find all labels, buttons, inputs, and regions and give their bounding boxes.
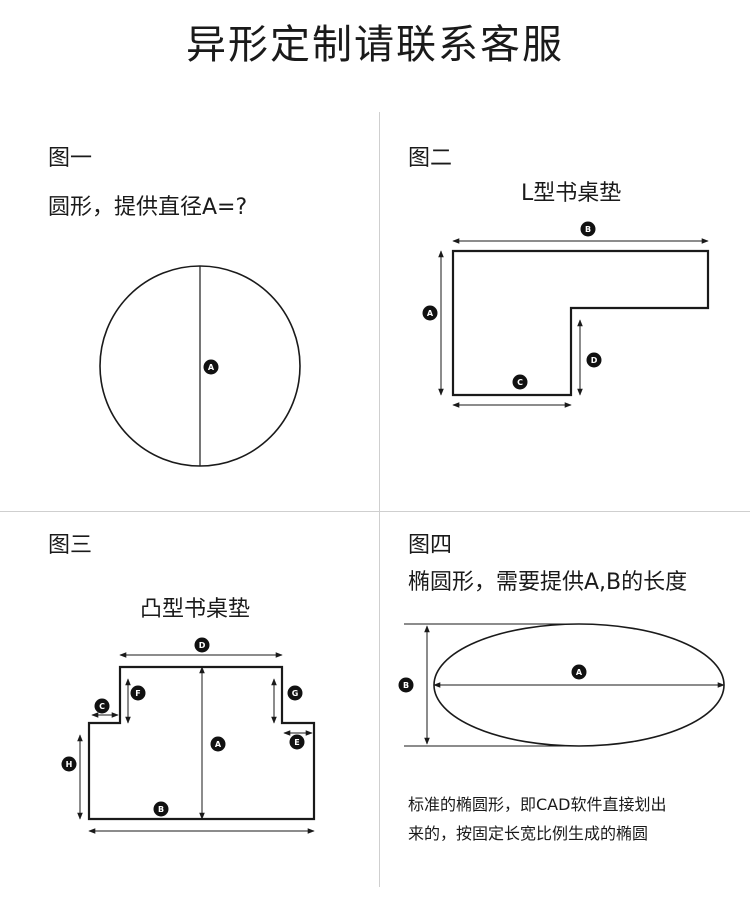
panel-4-description: 椭圆形，需要提供A,B的长度 — [408, 570, 688, 595]
marker-a: A — [203, 359, 219, 375]
panel-4-note-line-1: 标准的椭圆形，即CAD软件直接划出 — [408, 795, 667, 814]
marker-a: A — [422, 305, 438, 321]
marker-e: E — [289, 734, 305, 750]
marker-a: A — [571, 664, 587, 680]
l-shape-outline — [451, 249, 710, 397]
t-shape-diagram — [77, 652, 316, 834]
marker-d: D — [586, 352, 602, 368]
panel-2-subtitle: L型书桌垫 — [521, 181, 622, 206]
t-shape-outline — [87, 665, 316, 821]
marker-b: B — [580, 221, 596, 237]
svg-text:B: B — [585, 225, 591, 234]
svg-text:G: G — [292, 689, 299, 698]
svg-text:E: E — [294, 738, 299, 747]
svg-text:F: F — [135, 689, 140, 698]
panel-4-note-line-2: 来的，按固定长宽比例生成的椭圆 — [408, 824, 649, 843]
svg-text:D: D — [199, 641, 206, 650]
svg-text:C: C — [99, 702, 105, 711]
svg-text:A: A — [427, 309, 434, 318]
panel-4-label: 图四 — [408, 533, 453, 558]
svg-text:B: B — [403, 681, 409, 690]
marker-f: F — [130, 685, 146, 701]
circle-diagram — [99, 265, 301, 467]
marker-c: C — [512, 374, 528, 390]
marker-c: C — [94, 698, 110, 714]
svg-text:A: A — [215, 740, 222, 749]
svg-text:A: A — [576, 668, 583, 677]
panel-2-label: 图二 — [408, 146, 453, 171]
l-shape-diagram — [438, 238, 710, 408]
panel-1-label: 图一 — [48, 146, 93, 171]
svg-text:C: C — [517, 378, 523, 387]
svg-text:H: H — [66, 760, 73, 769]
marker-g: G — [287, 685, 303, 701]
marker-d: D — [194, 637, 210, 653]
horizontal-divider — [0, 511, 750, 512]
svg-text:B: B — [158, 805, 164, 814]
panel-1-description: 圆形，提供直径A=? — [48, 195, 248, 220]
svg-text:A: A — [208, 363, 215, 372]
marker-h: H — [61, 756, 77, 772]
page-title: 异形定制请联系客服 — [186, 22, 564, 68]
marker-b: B — [153, 801, 169, 817]
marker-a: A — [210, 736, 226, 752]
svg-text:D: D — [591, 356, 598, 365]
vertical-divider — [379, 112, 380, 887]
panel-3-subtitle: 凸型书桌垫 — [140, 597, 251, 622]
ellipse-diagram — [404, 623, 725, 747]
panel-3-label: 图三 — [48, 533, 93, 558]
marker-b: B — [398, 677, 414, 693]
